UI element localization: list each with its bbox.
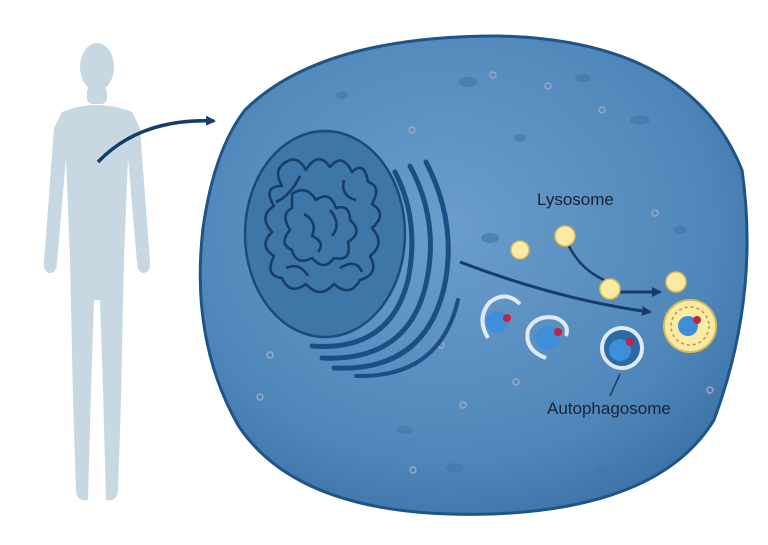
pathway-arrow-lower <box>459 260 652 316</box>
human-silhouette-icon <box>43 43 151 501</box>
lysosome-label: Lysosome <box>537 190 614 209</box>
nucleus-icon <box>243 129 407 339</box>
autophagosome-label: Autophagosome <box>547 399 671 418</box>
autolysosome-icon <box>663 299 717 353</box>
golgi-icon <box>309 159 460 379</box>
cytoplasm-particles <box>336 74 697 474</box>
lysosome-icon <box>510 225 687 300</box>
phagophore-1 <box>480 294 522 340</box>
autophagosome-icon <box>600 326 644 370</box>
chromatin <box>264 157 382 294</box>
autophagosome-pointer <box>609 373 621 397</box>
phagophore-2 <box>525 315 569 360</box>
zoom-arrow <box>96 115 216 164</box>
